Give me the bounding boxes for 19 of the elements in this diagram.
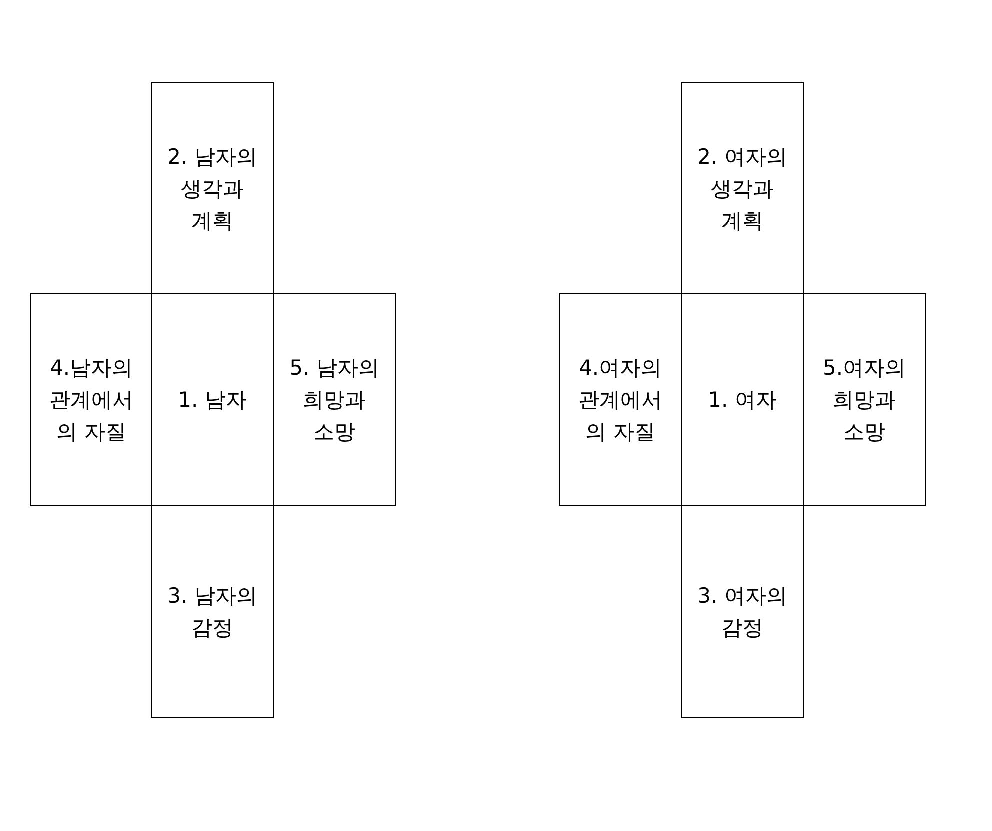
box-label: 3. 여자의 감정 (696, 582, 788, 642)
text-box (681, 82, 804, 295)
text-box (151, 293, 274, 506)
box-label: 1. 여자 (708, 386, 777, 414)
text-box (803, 293, 926, 506)
box-label: 2. 여자의 생각과 계획 (696, 144, 788, 234)
box-label: 5.여자의 희망과 소망 (822, 354, 908, 446)
text-box (30, 293, 153, 506)
box-label: 3. 남자의 감정 (166, 582, 258, 642)
text-box (681, 505, 804, 718)
text-box (151, 82, 274, 295)
text-box (151, 505, 274, 718)
box-label: 4.여자의 관계에서 의 자질 (578, 354, 664, 446)
box-label: 4.남자의 관계에서 의 자질 (48, 354, 134, 446)
text-box (273, 293, 396, 506)
box-label: 2. 남자의 생각과 계획 (166, 144, 258, 234)
box-label: 1. 남자 (178, 386, 247, 414)
text-box (559, 293, 682, 506)
box-label: 5. 남자의 희망과 소망 (288, 354, 380, 446)
